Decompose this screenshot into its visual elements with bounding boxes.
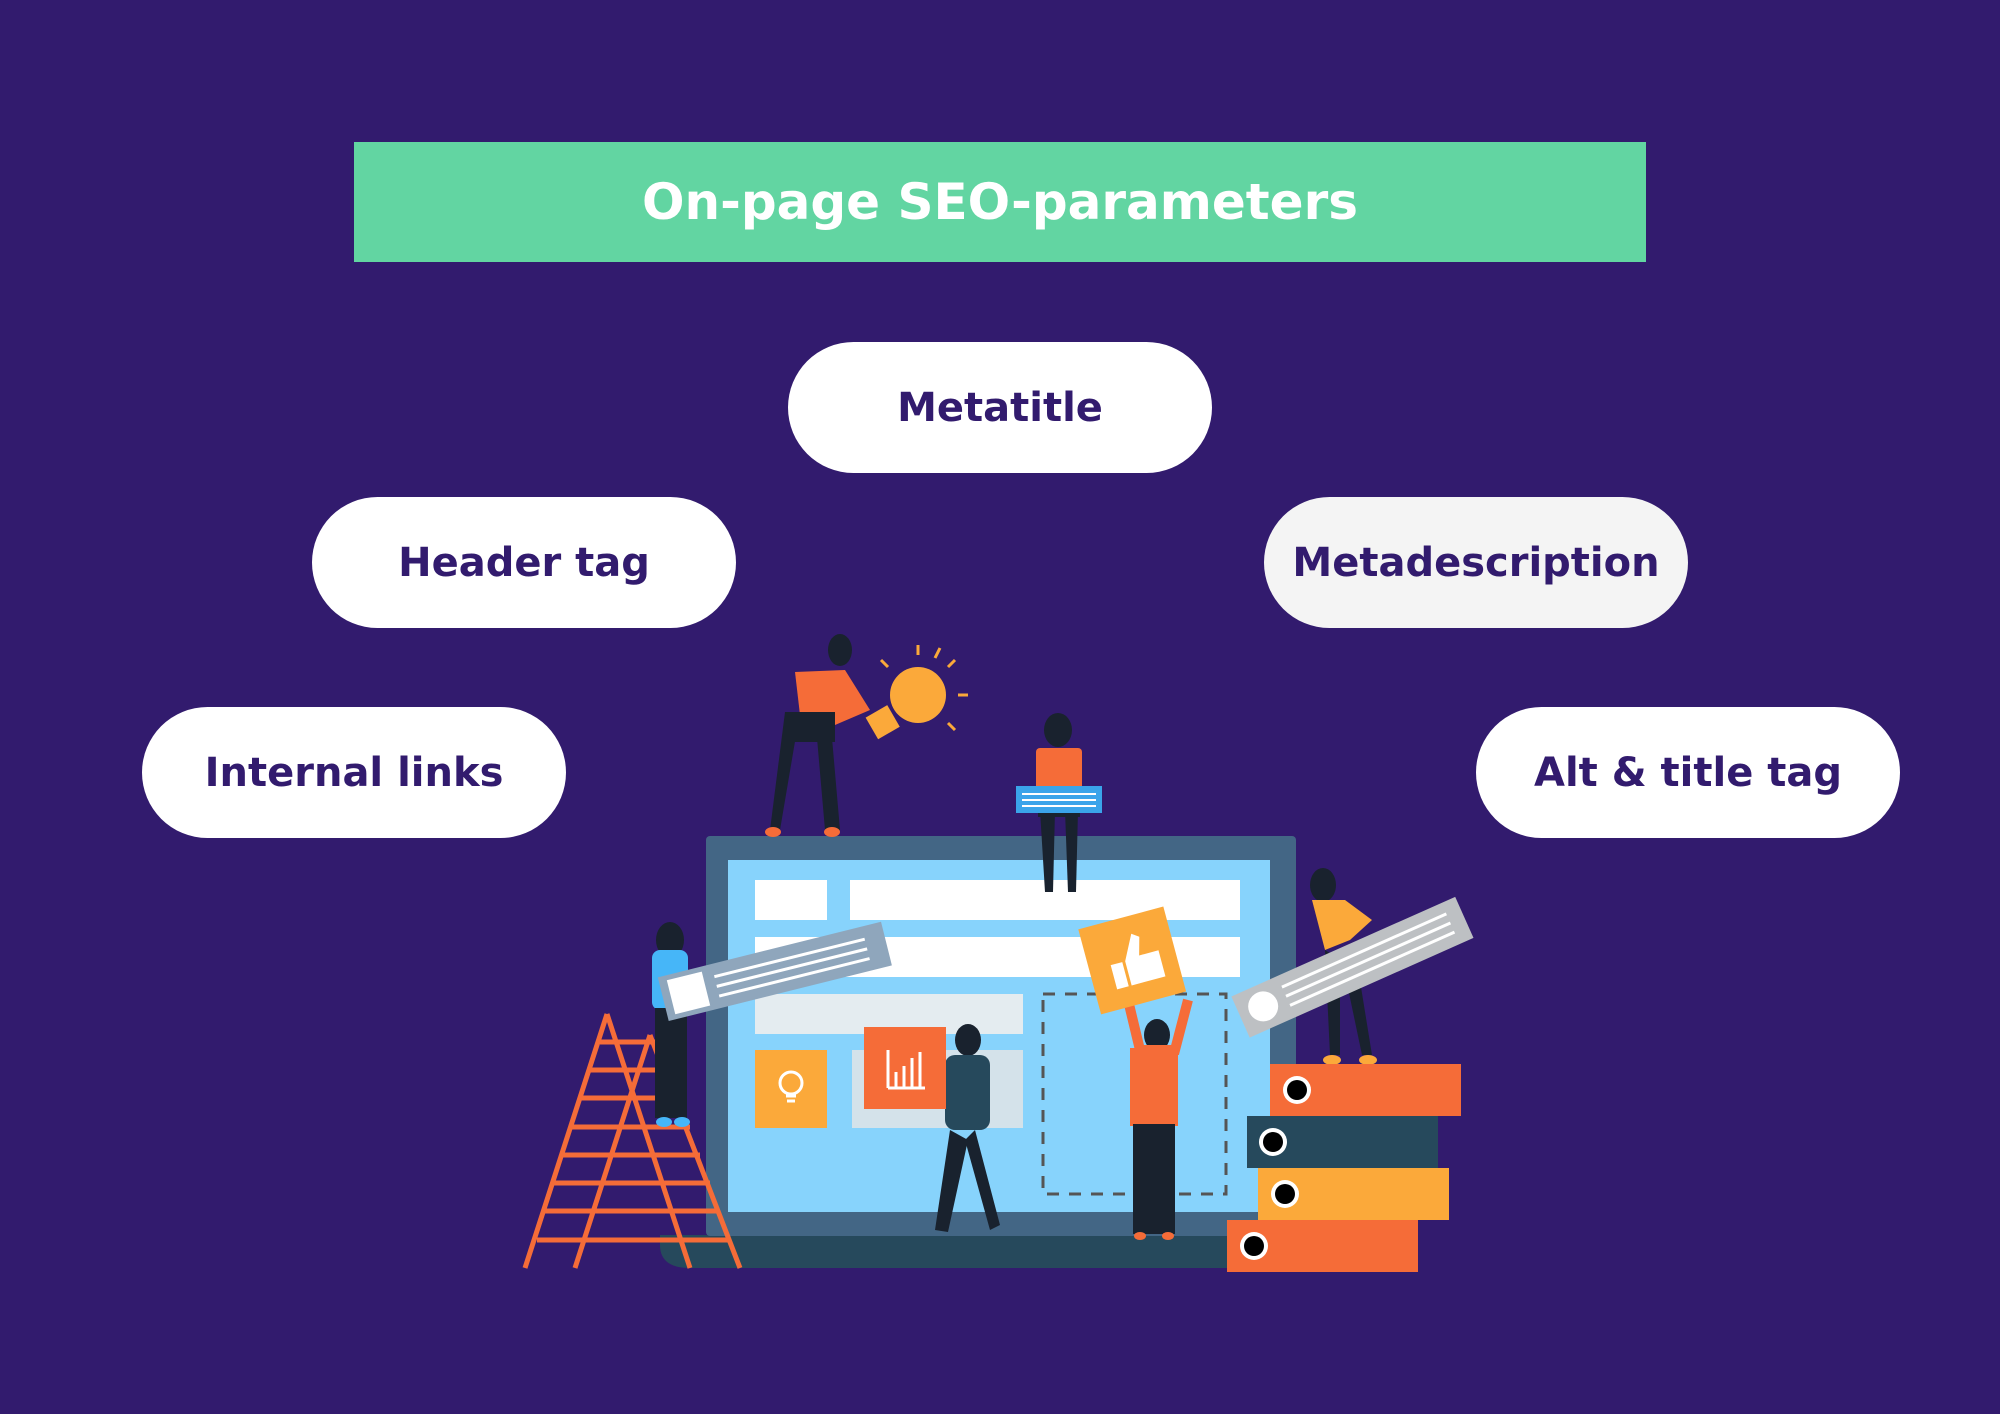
person-on-ladder: [652, 922, 690, 1127]
param-label: Internal links: [204, 749, 504, 796]
text-card-left: [657, 921, 892, 1022]
param-metatitle: Metatitle: [788, 342, 1212, 473]
lightbulb-card: [755, 1050, 827, 1128]
param-label: Header tag: [398, 539, 650, 586]
param-label: Metadescription: [1292, 539, 1660, 586]
param-internal-links: Internal links: [142, 707, 566, 838]
param-label: Alt & title tag: [1534, 749, 1842, 796]
lightbulb-idea-icon: [865, 645, 968, 740]
param-header-tag: Header tag: [312, 497, 736, 628]
param-alt-title-tag: Alt & title tag: [1476, 707, 1900, 838]
thumbs-up-card: [1078, 906, 1187, 1015]
lightbulb-icon: [778, 1070, 804, 1103]
person-with-chart: [864, 1024, 1000, 1232]
page-title: On-page SEO-parameters: [641, 173, 1358, 231]
folder-stack: [1227, 1064, 1461, 1272]
text-card-right: [1231, 896, 1474, 1038]
person-with-thumbs-up: [1123, 998, 1193, 1240]
thumbs-up-icon: [1110, 933, 1166, 990]
title-banner: On-page SEO-parameters: [354, 142, 1646, 262]
bar-chart-icon: [886, 1050, 925, 1090]
monitor-base: [660, 1235, 1245, 1268]
param-label: Metatitle: [897, 384, 1103, 431]
person-sitting-with-card: [1016, 713, 1102, 892]
person-with-lightbulb: [765, 634, 870, 837]
param-metadescription: Metadescription: [1264, 497, 1688, 628]
